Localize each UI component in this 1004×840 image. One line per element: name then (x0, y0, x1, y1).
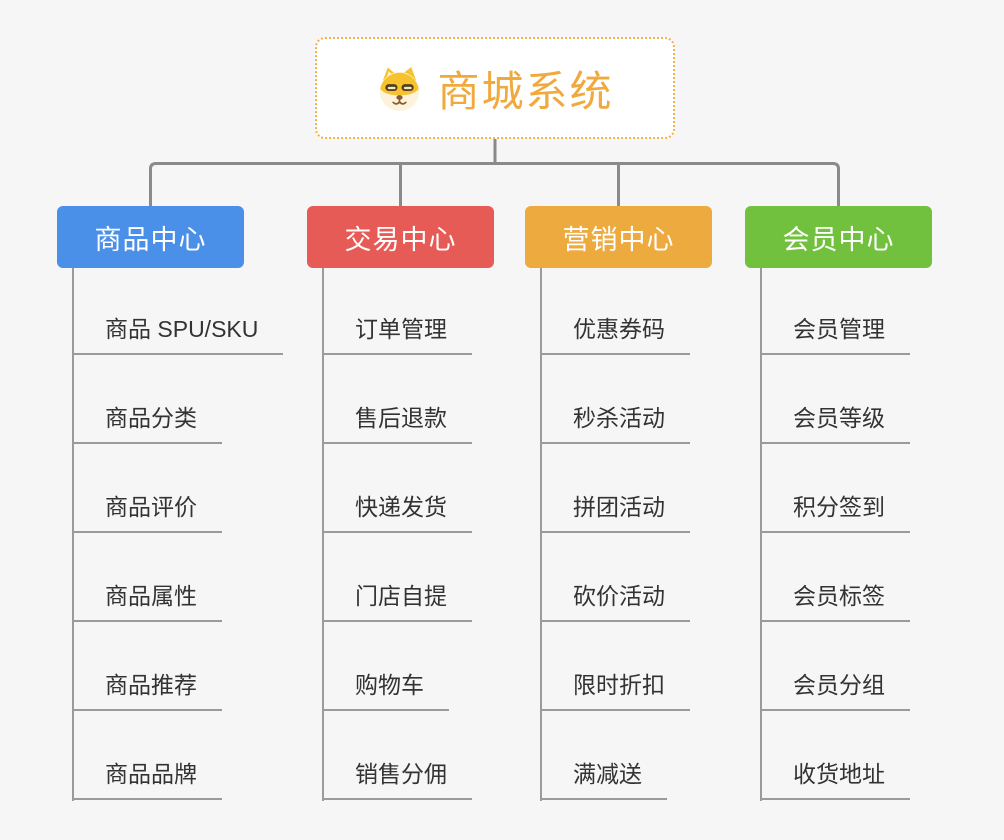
branch-tree-line-products (72, 268, 74, 801)
leaf-topic-trade-5[interactable]: 购物车 (322, 669, 449, 711)
leaf-topic-marketing-2[interactable]: 秒杀活动 (540, 402, 690, 444)
branch-tree-line-marketing (540, 268, 542, 801)
branch-tree-line-trade (322, 268, 324, 801)
leaf-topic-products-1[interactable]: 商品 SPU/SKU (72, 313, 284, 355)
leaf-topic-products-2[interactable]: 商品分类 (72, 402, 222, 444)
leaf-topic-marketing-5[interactable]: 限时折扣 (540, 669, 690, 711)
leaf-topic-members-5[interactable]: 会员分组 (760, 669, 910, 711)
leaf-topic-marketing-4[interactable]: 砍价活动 (540, 580, 690, 622)
leaf-topic-products-3[interactable]: 商品评价 (72, 491, 222, 533)
leaf-topic-trade-4[interactable]: 门店自提 (322, 580, 472, 622)
leaf-topic-trade-2[interactable]: 售后退款 (322, 402, 472, 444)
root-topic-mall-system[interactable]: 商城系统 (315, 37, 675, 139)
leaf-topic-marketing-6[interactable]: 满减送 (540, 758, 667, 800)
leaf-topic-members-4[interactable]: 会员标签 (760, 580, 910, 622)
branch-header-trade[interactable]: 交易中心 (307, 206, 494, 268)
leaf-topic-marketing-3[interactable]: 拼团活动 (540, 491, 690, 533)
branch-rail-line (149, 162, 840, 206)
leaf-topic-products-6[interactable]: 商品品牌 (72, 758, 222, 800)
leaf-topic-members-1[interactable]: 会员管理 (760, 313, 910, 355)
leaf-topic-members-6[interactable]: 收货地址 (760, 758, 910, 800)
leaf-topic-products-4[interactable]: 商品属性 (72, 580, 222, 622)
leaf-topic-marketing-1[interactable]: 优惠券码 (540, 313, 690, 355)
leaf-topic-members-2[interactable]: 会员等级 (760, 402, 910, 444)
dog-face-icon (380, 66, 420, 111)
branch-header-marketing[interactable]: 营销中心 (525, 206, 712, 268)
leaf-topic-trade-6[interactable]: 销售分佣 (322, 758, 472, 800)
root-topic-title: 商城系统 (437, 67, 614, 115)
branch-header-products[interactable]: 商品中心 (57, 206, 244, 268)
leaf-topic-members-3[interactable]: 积分签到 (760, 491, 910, 533)
leaf-topic-trade-1[interactable]: 订单管理 (322, 313, 472, 355)
branch-header-members[interactable]: 会员中心 (745, 206, 932, 268)
leaf-topic-products-5[interactable]: 商品推荐 (72, 669, 222, 711)
leaf-topic-trade-3[interactable]: 快递发货 (322, 491, 472, 533)
branch-tree-line-members (760, 268, 762, 801)
